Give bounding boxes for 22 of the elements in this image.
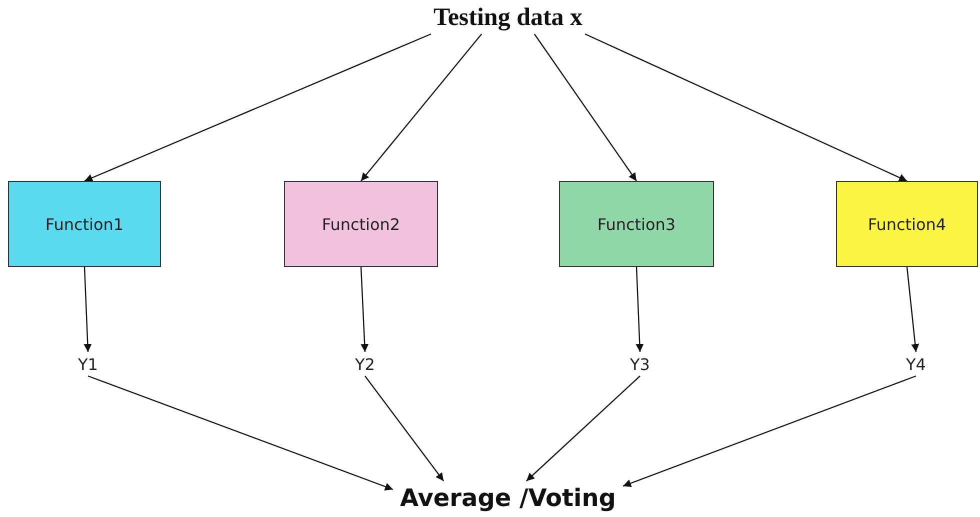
function-box: Function3 [559, 181, 714, 267]
arrow [584, 33, 908, 182]
function-box: Function4 [836, 181, 978, 267]
arrow [906, 266, 920, 352]
arrow [84, 33, 432, 182]
heading-label: Testing data x [398, 2, 618, 34]
output-label: Y2 [345, 352, 385, 376]
arrow [84, 266, 92, 352]
arrow [526, 376, 640, 482]
function-box: Function2 [284, 181, 438, 267]
arrow [636, 266, 644, 352]
arrow [360, 34, 482, 182]
arrow [364, 376, 444, 482]
arrow [534, 34, 637, 182]
arrow [622, 375, 916, 488]
result-label: Average /Voting [393, 481, 623, 515]
arrow [88, 375, 394, 490]
output-label: Y4 [896, 352, 936, 376]
output-label: Y1 [68, 352, 108, 376]
function-box: Function1 [8, 181, 161, 267]
output-label: Y3 [620, 352, 660, 376]
arrow [360, 266, 369, 352]
